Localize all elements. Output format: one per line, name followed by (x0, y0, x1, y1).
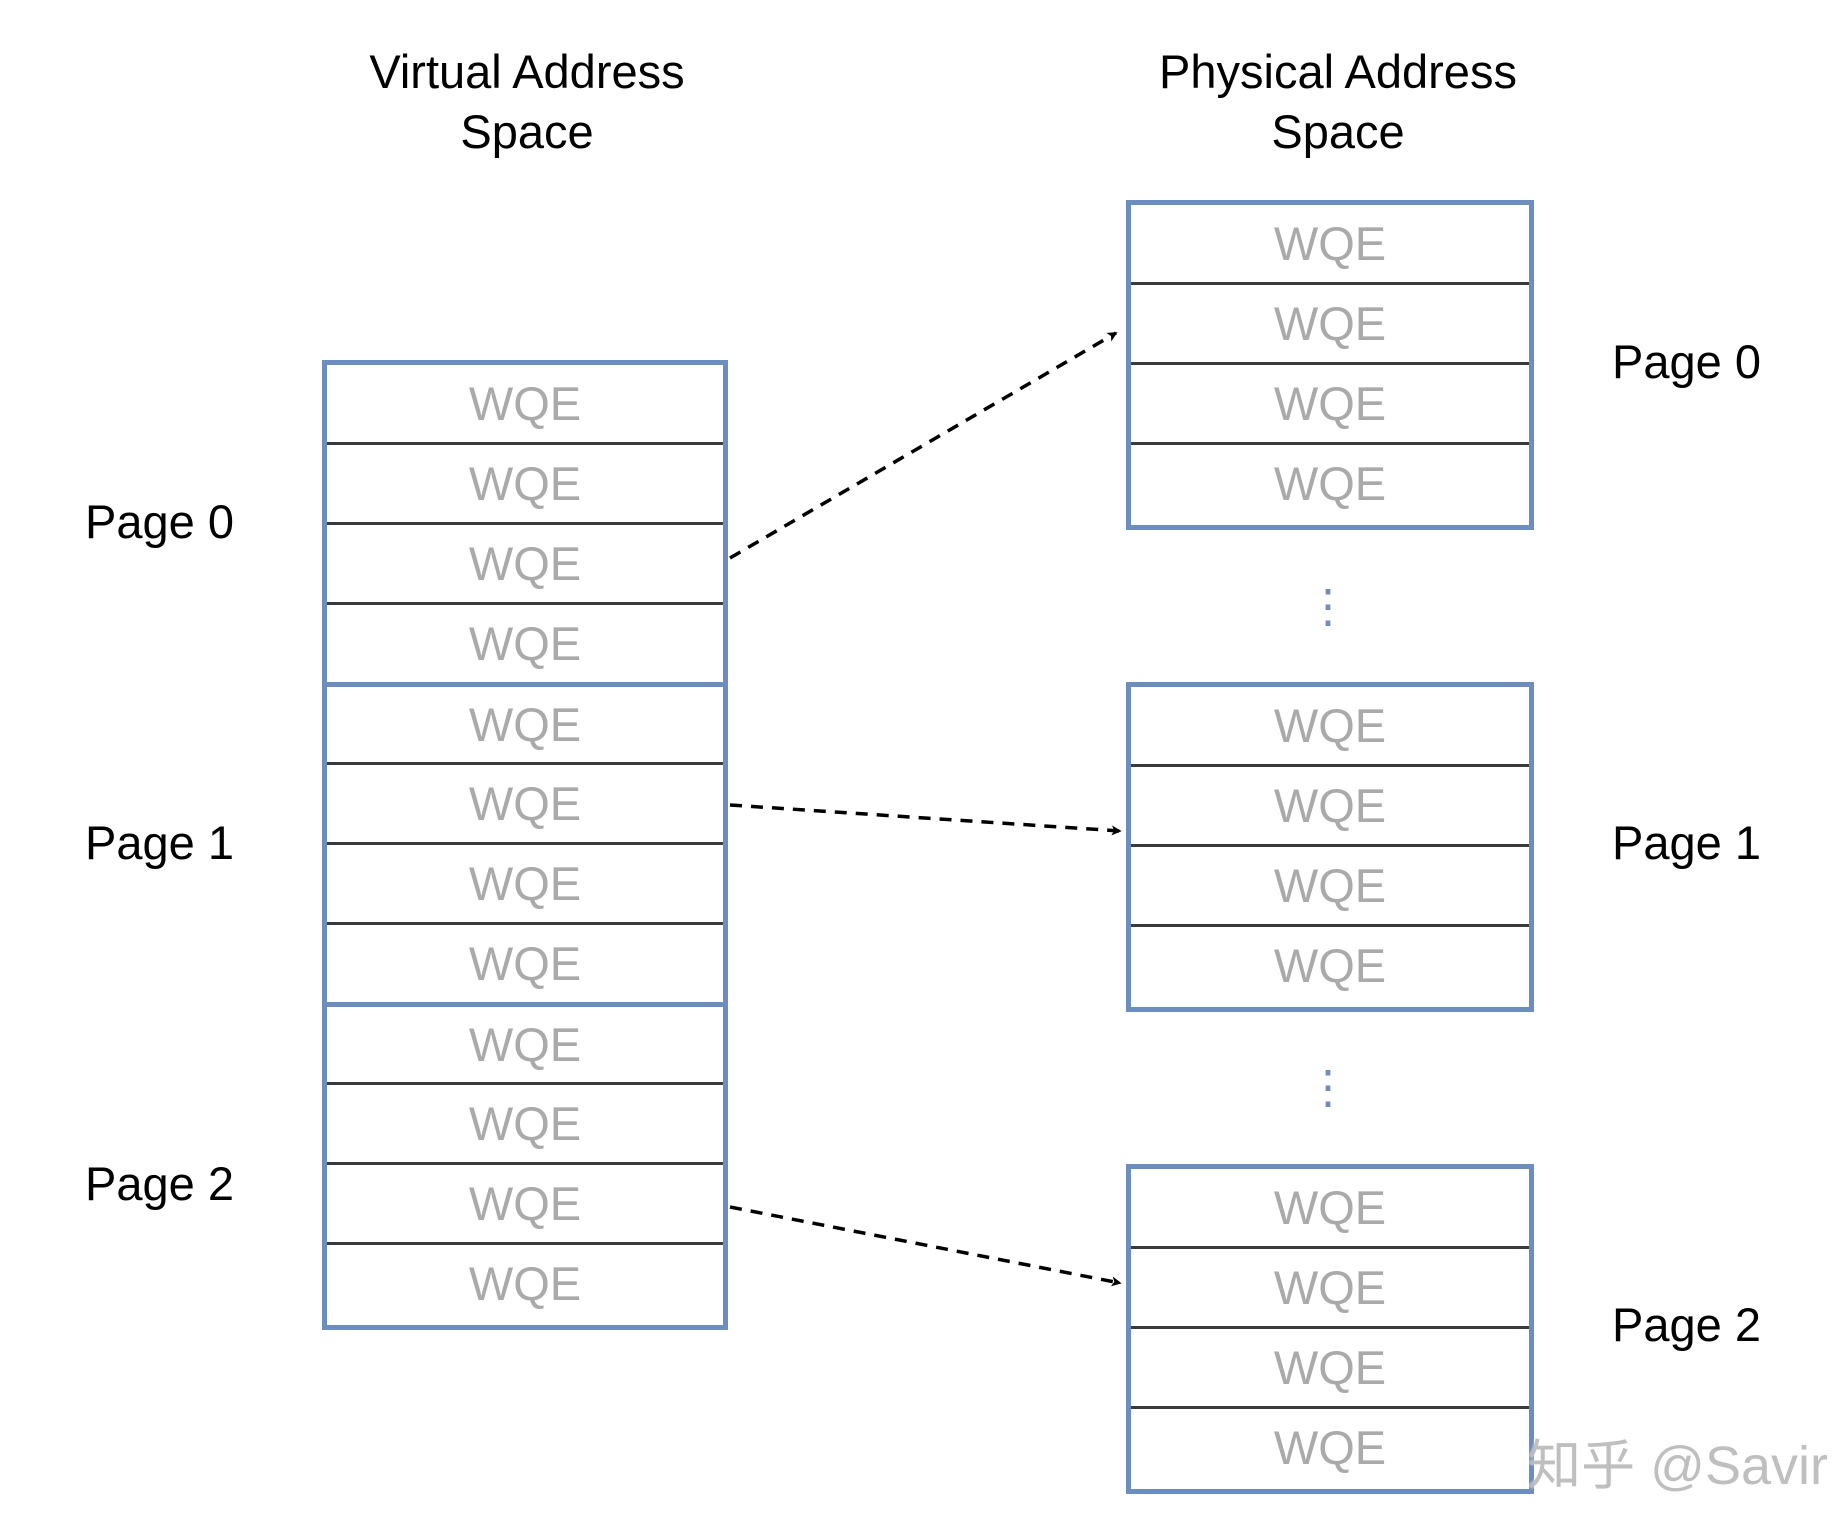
mapping-arrow-page-1 (729, 803, 1122, 836)
physical-page-2-stack: WQE WQE WQE WQE (1126, 1164, 1534, 1494)
physical-wqe-cell: WQE (1273, 1181, 1387, 1234)
mapping-arrow-page-2 (729, 1205, 1122, 1287)
physical-wqe-cell: WQE (1131, 442, 1529, 522)
virtual-title-line1: Virtual Address (369, 45, 685, 98)
virtual-wqe-cell: WQE (327, 842, 723, 922)
physical-wqe-cell: WQE (1131, 1326, 1529, 1406)
physical-space-title: Physical Address Space (1058, 42, 1618, 162)
virtual-wqe-cell: WQE (327, 922, 723, 1002)
physical-page-label-1: Page 1 (1612, 816, 1761, 869)
physical-page-label-2: Page 2 (1612, 1298, 1761, 1351)
physical-wqe-cell: WQE (1273, 217, 1387, 270)
virtual-wqe-cell: WQE (327, 1162, 723, 1242)
virtual-wqe-cell: WQE (327, 522, 723, 602)
physical-wqe-cell: WQE (1131, 362, 1529, 442)
virtual-address-stack: WQE WQE WQE WQE WQE WQE WQE WQE WQE WQE … (322, 360, 728, 1330)
physical-wqe-cell: WQE (1131, 1406, 1529, 1486)
physical-wqe-cell: WQE (1131, 764, 1529, 844)
physical-wqe-cell: WQE (1131, 282, 1529, 362)
virtual-wqe-cell: WQE (327, 1082, 723, 1162)
watermark: 知乎 @Savir (1527, 1436, 1828, 1496)
virtual-page-label-0: Page 0 (85, 495, 234, 548)
virtual-wqe-cell: WQE (327, 602, 723, 682)
physical-wqe-cell: WQE (1131, 1246, 1529, 1326)
virtual-wqe-cell: WQE (327, 682, 723, 762)
virtual-wqe-cell: WQE (327, 1002, 723, 1082)
virtual-space-title: Virtual Address Space (247, 42, 807, 162)
physical-wqe-cell: WQE (1131, 844, 1529, 924)
physical-ellipsis-1: ⋮ (1305, 580, 1351, 632)
physical-page-label-0: Page 0 (1612, 335, 1761, 388)
physical-page-1-stack: WQE WQE WQE WQE (1126, 682, 1534, 1012)
virtual-page-label-1: Page 1 (85, 816, 234, 869)
physical-page-0-stack: WQE WQE WQE WQE (1126, 200, 1534, 530)
physical-title-line2: Space (1271, 105, 1405, 158)
virtual-title-line2: Space (460, 105, 594, 158)
virtual-wqe-cell: WQE (327, 1242, 723, 1322)
physical-wqe-cell: WQE (1131, 924, 1529, 1004)
mapping-arrow-page-0 (729, 331, 1118, 560)
virtual-page-label-2: Page 2 (85, 1157, 234, 1210)
virtual-wqe-cell: WQE (327, 442, 723, 522)
physical-ellipsis-2: ⋮ (1305, 1061, 1351, 1113)
physical-wqe-cell: WQE (1273, 699, 1387, 752)
virtual-wqe-cell: WQE (327, 762, 723, 842)
physical-title-line1: Physical Address (1159, 45, 1517, 98)
virtual-wqe-cell: WQE (468, 377, 582, 430)
